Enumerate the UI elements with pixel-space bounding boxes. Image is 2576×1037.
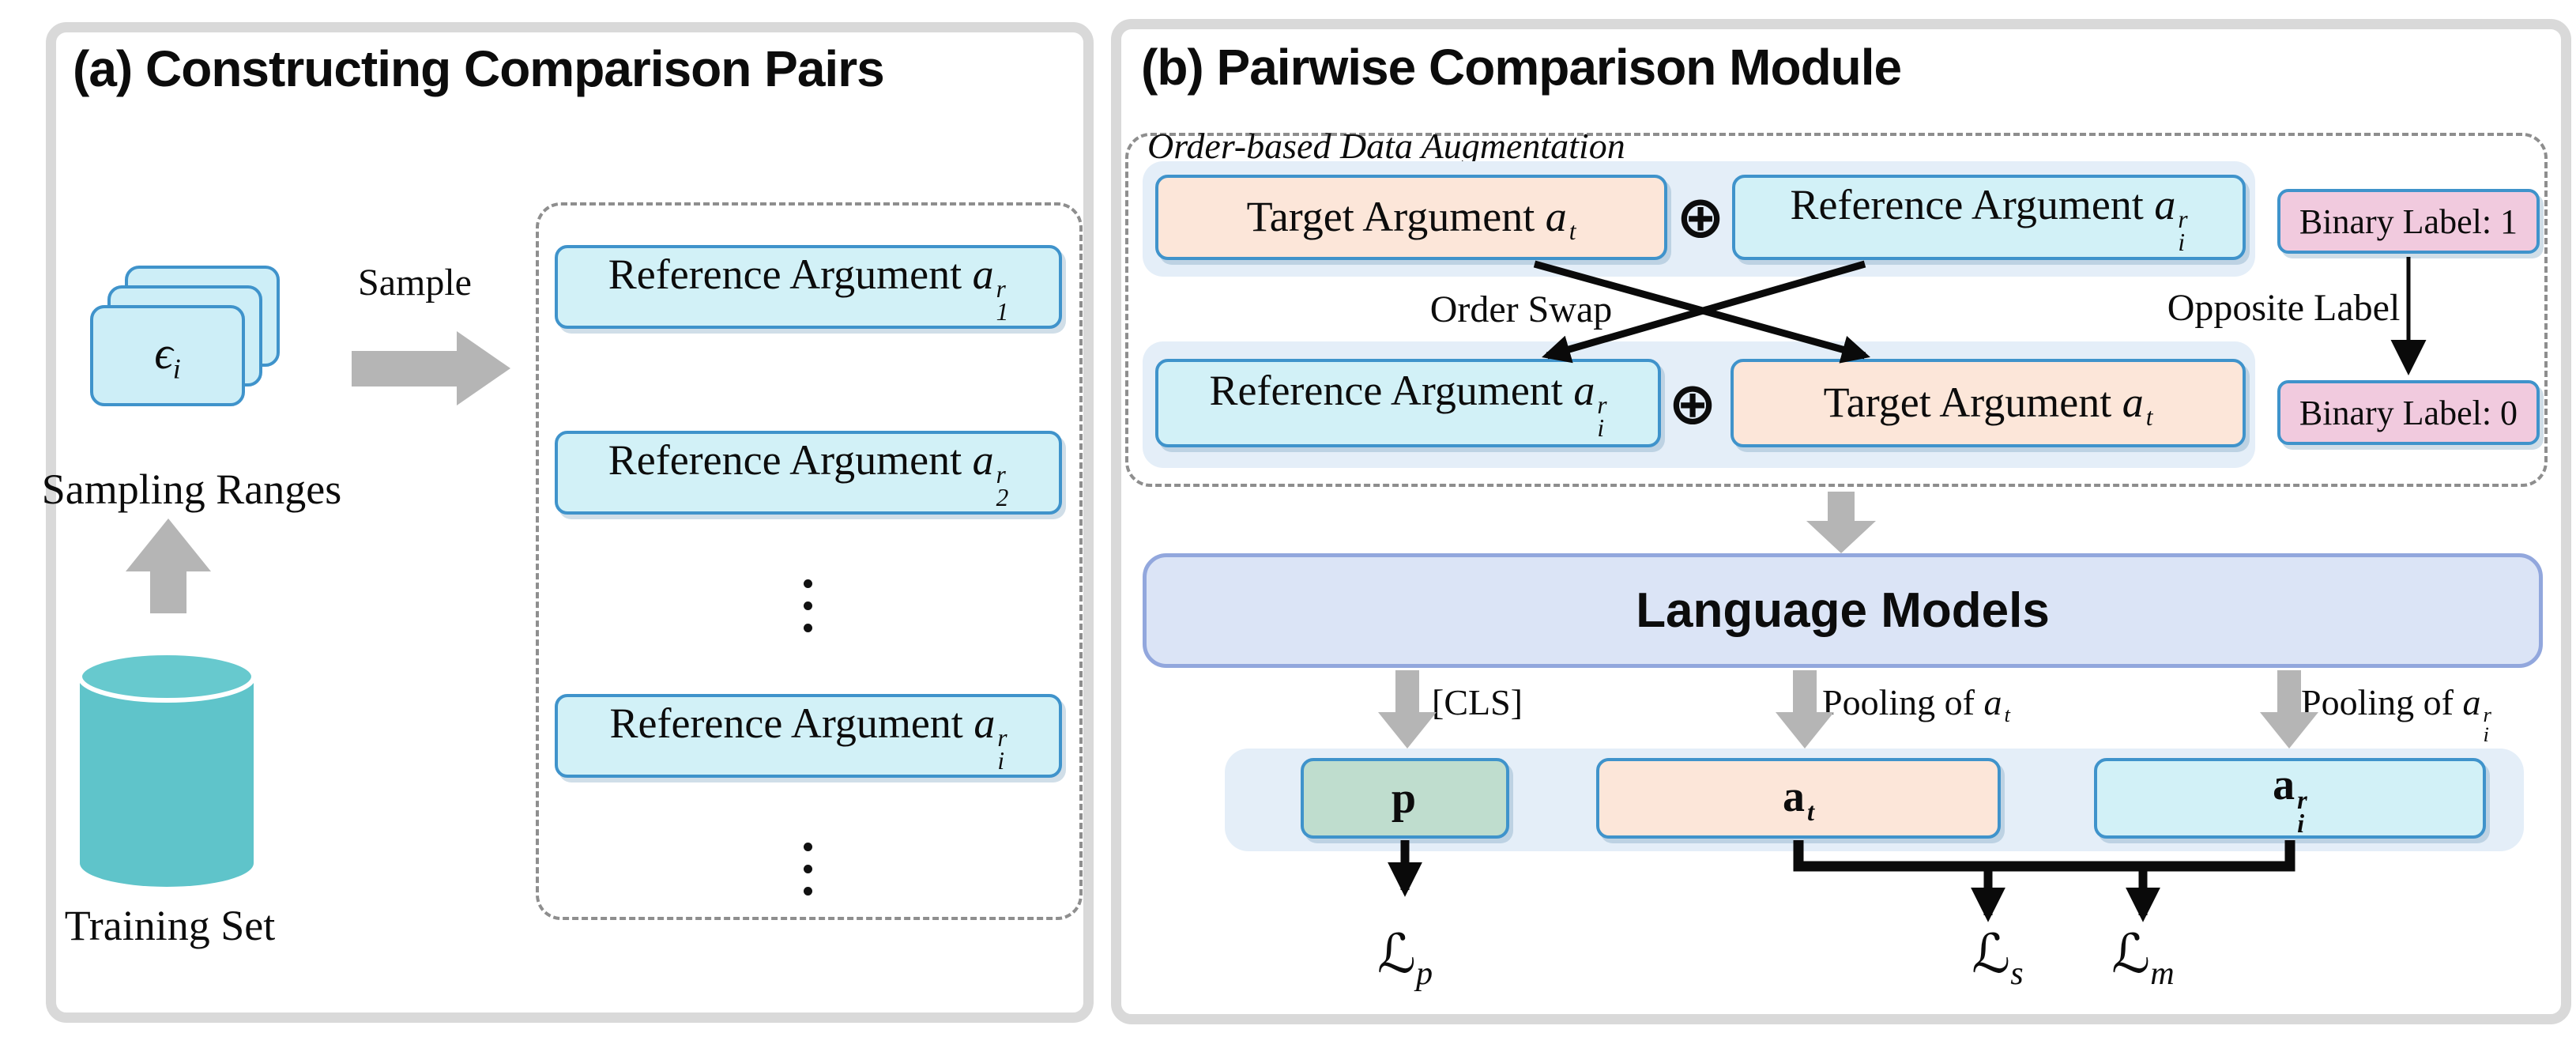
sample-label: Sample	[358, 262, 472, 304]
cls-embedding-box: p	[1301, 758, 1509, 839]
vertical-dots	[804, 579, 812, 632]
binary-label-0-box: Binary Label: 0	[2277, 380, 2540, 445]
epsilon-symbol: ϵi	[154, 326, 181, 385]
sampling-range-card-front: ϵi	[90, 305, 245, 406]
panel-b-title: (b) Pairwise Comparison Module	[1141, 39, 1902, 96]
concat-oplus-icon: ⊕	[1667, 370, 1717, 438]
order-swap-label: Order Swap	[1429, 288, 1613, 330]
loss-pairwise-label: ℒp	[1377, 923, 1433, 992]
training-set-label: Training Set	[64, 902, 276, 949]
order-augmentation-label: Order-based Data Augmentation	[1147, 126, 1625, 166]
order-augmentation-group	[1125, 133, 2548, 487]
cls-output-label: [CLS]	[1432, 682, 1523, 722]
opposite-label: Opposite Label	[2167, 287, 2401, 329]
concat-oplus-icon: ⊕	[1675, 183, 1725, 251]
sampled-references-group	[536, 202, 1083, 920]
binary-label-1-box: Binary Label: 1	[2277, 189, 2540, 254]
vertical-dots	[804, 843, 812, 896]
loss-margin-label: ℒm	[2111, 923, 2175, 992]
sampling-ranges-label: Sampling Ranges	[41, 466, 342, 513]
language-models-box: Language Models	[1143, 553, 2543, 668]
loss-similarity-label: ℒs	[1972, 923, 2024, 992]
panel-a-title: (a) Constructing Comparison Pairs	[73, 40, 885, 97]
